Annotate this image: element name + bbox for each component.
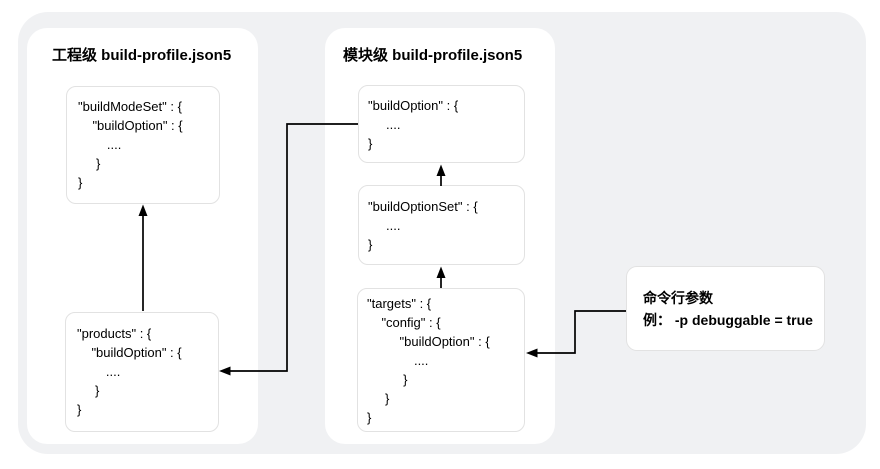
module-level-panel: 模块级 build-profile.json5 "buildOption" : …: [325, 28, 555, 444]
build-mode-set-codebox: "buildModeSet" : { "buildOption" : { ...…: [66, 86, 220, 204]
build-option-codebox: "buildOption" : { .... }: [358, 85, 525, 163]
targets-codebox: "targets" : { "config" : { "buildOption"…: [357, 288, 525, 432]
command-box-example: 例： -p debuggable = true: [643, 311, 813, 328]
products-codebox: "products" : { "buildOption" : { .... } …: [65, 312, 219, 432]
project-level-panel: 工程级 build-profile.json5 "buildModeSet" :…: [27, 28, 258, 444]
module-panel-title: 模块级 build-profile.json5: [343, 47, 523, 64]
build-option-set-codebox: "buildOptionSet" : { .... }: [358, 185, 525, 265]
project-panel-title: 工程级 build-profile.json5: [52, 47, 232, 64]
diagram-canvas: 工程级 build-profile.json5 "buildModeSet" :…: [18, 12, 866, 454]
command-box-title: 命令行参数: [643, 289, 713, 306]
command-line-parameters-box: 命令行参数 例： -p debuggable = true: [626, 266, 825, 351]
